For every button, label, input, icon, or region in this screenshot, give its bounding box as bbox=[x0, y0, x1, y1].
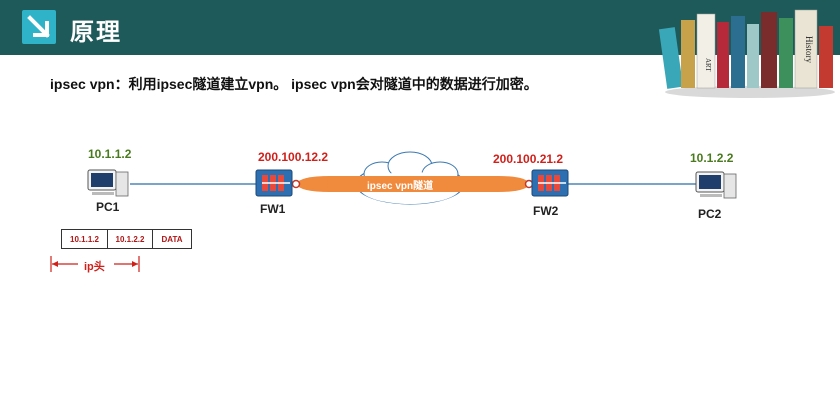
pc2-name-label: PC2 bbox=[698, 207, 722, 221]
tunnel-label: ipsec vpn隧道 bbox=[367, 181, 434, 192]
ip-header-bracket bbox=[50, 256, 140, 272]
fw1-firewall-icon bbox=[255, 169, 293, 197]
book-spine-art: ART bbox=[704, 58, 712, 72]
pc1-name-label: PC1 bbox=[96, 200, 120, 214]
fw1-ip-label: 200.100.12.2 bbox=[258, 150, 329, 164]
page-title: 原理 bbox=[70, 19, 122, 46]
pc1-icon bbox=[87, 169, 129, 197]
pc1-ip-label: 10.1.1.2 bbox=[88, 147, 132, 161]
pc2-icon bbox=[695, 171, 737, 199]
packet-dst-ip: 10.1.2.2 bbox=[108, 230, 153, 248]
fw2-firewall-icon bbox=[531, 169, 569, 197]
book-spine-history: History bbox=[804, 36, 814, 64]
books-illustration: ART History bbox=[658, 9, 835, 98]
subtitle-text: ipsec vpn：利用ipsec隧道建立vpn。 ipsec vpn会对隧道中… bbox=[50, 76, 538, 92]
fw1-name-label: FW1 bbox=[260, 202, 286, 216]
packet-diagram: 10.1.1.2 10.1.2.2 DATA bbox=[61, 229, 192, 249]
fw2-ip-label: 200.100.21.2 bbox=[493, 152, 564, 166]
arrow-down-right-icon bbox=[22, 10, 56, 44]
packet-payload: DATA bbox=[161, 234, 183, 244]
pc2-ip-label: 10.1.2.2 bbox=[690, 151, 734, 165]
ip-header-label: ip头 bbox=[84, 261, 105, 273]
fw2-name-label: FW2 bbox=[533, 204, 559, 218]
packet-src-ip: 10.1.1.2 bbox=[62, 230, 108, 248]
